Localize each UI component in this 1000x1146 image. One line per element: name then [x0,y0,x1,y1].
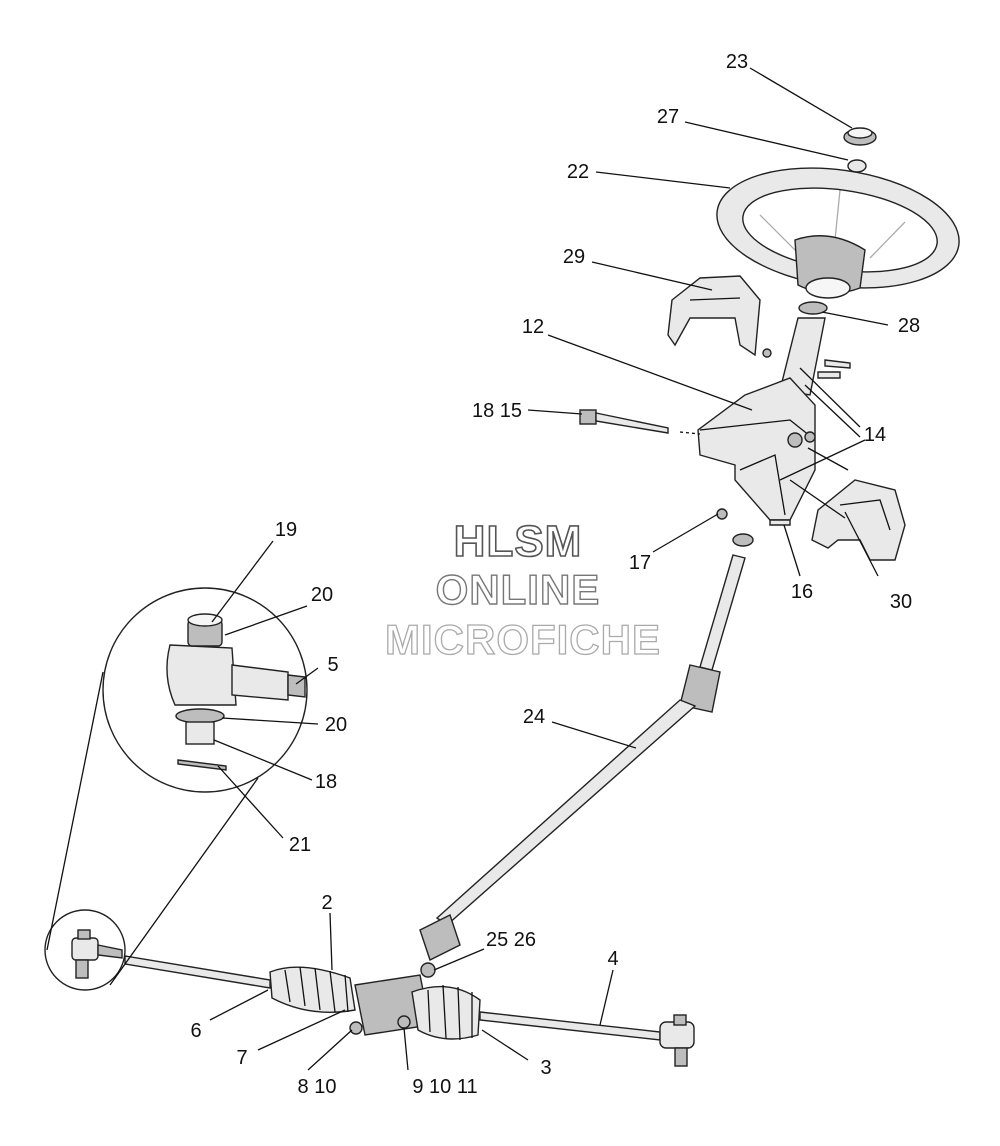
callout-3: 3 [540,1057,551,1079]
callout-25-26: 25 26 [486,929,536,951]
callout-9-10-11: 9 10 11 [412,1076,477,1098]
callout-18-15: 18 15 [472,400,522,422]
bolt-16 [769,519,791,526]
callout-21: 21 [289,834,311,856]
steering-column [697,301,828,547]
callout-4: 4 [607,948,618,970]
callout-27: 27 [657,106,679,128]
callout-14: 14 [864,424,886,446]
column-cover-lower [811,479,906,561]
callout-12: 12 [522,316,544,338]
leader-lines [209,67,889,1071]
callout-6: 6 [190,1020,201,1042]
callout-30: 30 [890,591,912,613]
callout-20-lower: 20 [325,714,347,736]
callout-23: 23 [726,51,748,73]
intermediate-shaft [419,554,746,978]
column-cover-upper [667,275,761,357]
callout-24: 24 [523,706,545,728]
column-bolt [579,409,669,434]
watermark-line-1: HLSM [454,517,583,566]
callout-19: 19 [275,519,297,541]
detail-circle [44,587,308,991]
callout-20-upper: 20 [311,584,333,606]
wheel-nut [847,159,867,173]
callouts: 23 27 22 29 28 12 18 15 14 17 16 30 19 2… [190,51,920,1098]
horn-cap [843,127,877,146]
callout-7: 7 [236,1047,247,1069]
watermark-line-3: MICROFICHE [385,616,661,663]
column-screws [762,348,851,379]
tie-rod-end-right [659,1014,695,1067]
steering-rack [124,955,661,1041]
callout-16: 16 [791,581,813,603]
nut-17 [716,508,728,520]
callout-8-10: 8 10 [298,1076,337,1098]
callout-18: 18 [315,771,337,793]
watermark: HLSM ONLINE MICROFICHE [384,516,661,663]
watermark-line-2: ONLINE [436,566,601,613]
callout-29: 29 [563,246,585,268]
callout-28: 28 [898,315,920,337]
steering-wheel [716,167,960,299]
callout-22: 22 [567,161,589,183]
callout-17: 17 [629,552,651,574]
callout-2: 2 [321,892,332,914]
callout-5: 5 [327,654,338,676]
